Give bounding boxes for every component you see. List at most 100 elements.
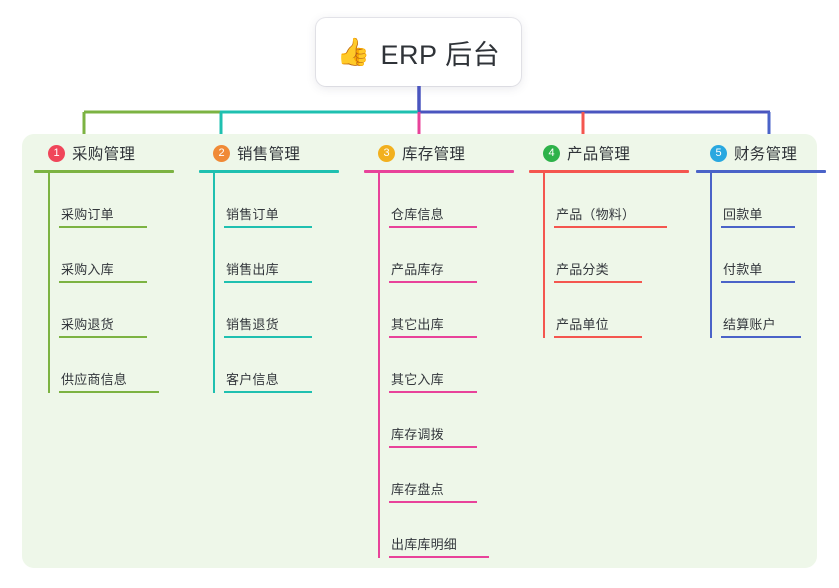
branch-purchase-management[interactable]: 1 采购管理 采购订单 采购入库 采购退货 供应商信息 bbox=[34, 140, 174, 393]
list-item[interactable]: 产品（物料） bbox=[529, 173, 689, 228]
branch-trunk-line bbox=[378, 173, 380, 558]
item-underline bbox=[389, 336, 477, 338]
branch-title: 财务管理 bbox=[734, 146, 798, 163]
list-item[interactable]: 回款单 bbox=[696, 173, 826, 228]
branch-trunk-line bbox=[543, 173, 545, 338]
list-item[interactable]: 库存盘点 bbox=[364, 448, 514, 503]
item-label: 采购订单 bbox=[61, 207, 114, 222]
branch-header: 4 产品管理 bbox=[529, 140, 689, 166]
branch-finance-management[interactable]: 5 财务管理 回款单 付款单 结算账户 bbox=[696, 140, 826, 338]
list-item[interactable]: 产品分类 bbox=[529, 228, 689, 283]
item-underline bbox=[59, 226, 147, 228]
branch-title: 销售管理 bbox=[237, 146, 301, 163]
item-label: 产品库存 bbox=[391, 262, 444, 277]
item-label: 出库库明细 bbox=[391, 537, 458, 552]
branch-underline bbox=[34, 170, 174, 173]
list-item[interactable]: 采购订单 bbox=[34, 173, 174, 228]
item-underline bbox=[721, 226, 795, 228]
item-label: 客户信息 bbox=[226, 372, 279, 387]
list-item[interactable]: 产品库存 bbox=[364, 228, 514, 283]
list-item[interactable]: 仓库信息 bbox=[364, 173, 514, 228]
list-item[interactable]: 供应商信息 bbox=[34, 338, 174, 393]
list-item[interactable]: 其它入库 bbox=[364, 338, 514, 393]
item-underline bbox=[224, 281, 312, 283]
root-node-erp-backend[interactable]: 👍 ERP 后台 bbox=[316, 18, 521, 86]
branch-title: 库存管理 bbox=[402, 146, 466, 163]
list-item[interactable]: 销售退货 bbox=[199, 283, 339, 338]
branch-items: 回款单 付款单 结算账户 bbox=[696, 173, 826, 338]
branch-header: 5 财务管理 bbox=[696, 140, 826, 166]
branch-number-badge: 2 bbox=[213, 144, 230, 162]
item-label: 产品（物料） bbox=[556, 207, 636, 222]
item-label: 其它入库 bbox=[391, 372, 444, 387]
list-item[interactable]: 销售出库 bbox=[199, 228, 339, 283]
branch-underline bbox=[199, 170, 339, 173]
list-item[interactable]: 库存调拨 bbox=[364, 393, 514, 448]
list-item[interactable]: 结算账户 bbox=[696, 283, 826, 338]
item-underline bbox=[554, 336, 642, 338]
branch-number-badge: 1 bbox=[48, 144, 65, 162]
branch-underline bbox=[529, 170, 689, 173]
branch-items: 产品（物料） 产品分类 产品单位 bbox=[529, 173, 689, 338]
item-label: 销售订单 bbox=[226, 207, 279, 222]
item-underline bbox=[389, 446, 477, 448]
item-label: 产品单位 bbox=[556, 317, 609, 332]
item-label: 库存调拨 bbox=[391, 427, 444, 442]
list-item[interactable]: 客户信息 bbox=[199, 338, 339, 393]
branch-underline bbox=[696, 170, 826, 173]
branch-product-management[interactable]: 4 产品管理 产品（物料） 产品分类 产品单位 bbox=[529, 140, 689, 338]
item-label: 回款单 bbox=[723, 207, 763, 222]
branch-underline bbox=[364, 170, 514, 173]
page-title: ERP 后台 bbox=[380, 39, 501, 70]
item-underline bbox=[554, 226, 667, 228]
branch-title: 采购管理 bbox=[72, 146, 136, 163]
item-label: 销售出库 bbox=[226, 262, 279, 277]
item-underline bbox=[224, 336, 312, 338]
branch-trunk-line bbox=[710, 173, 712, 338]
item-label: 仓库信息 bbox=[391, 207, 444, 222]
branch-sales-management[interactable]: 2 销售管理 销售订单 销售出库 销售退货 客户信息 bbox=[199, 140, 339, 393]
item-underline bbox=[721, 281, 795, 283]
item-label: 其它出库 bbox=[391, 317, 444, 332]
item-underline bbox=[59, 336, 147, 338]
item-underline bbox=[721, 336, 801, 338]
list-item[interactable]: 其它出库 bbox=[364, 283, 514, 338]
branch-header: 3 库存管理 bbox=[364, 140, 514, 166]
item-underline bbox=[389, 226, 477, 228]
item-underline bbox=[224, 226, 312, 228]
item-label: 销售退货 bbox=[226, 317, 279, 332]
branch-items: 销售订单 销售出库 销售退货 客户信息 bbox=[199, 173, 339, 393]
thumbs-up-emoji: 👍 bbox=[336, 36, 371, 67]
item-label: 采购退货 bbox=[61, 317, 114, 332]
branch-header: 2 销售管理 bbox=[199, 140, 339, 166]
item-underline bbox=[554, 281, 642, 283]
item-underline bbox=[389, 501, 477, 503]
item-label: 供应商信息 bbox=[61, 372, 128, 387]
item-underline bbox=[389, 556, 489, 558]
branch-title: 产品管理 bbox=[567, 146, 631, 163]
branch-number-badge: 3 bbox=[378, 144, 395, 162]
list-item[interactable]: 付款单 bbox=[696, 228, 826, 283]
branch-trunk-line bbox=[213, 173, 215, 393]
list-item[interactable]: 采购入库 bbox=[34, 228, 174, 283]
item-label: 库存盘点 bbox=[391, 482, 444, 497]
branch-items: 采购订单 采购入库 采购退货 供应商信息 bbox=[34, 173, 174, 393]
item-label: 产品分类 bbox=[556, 262, 609, 277]
item-underline bbox=[224, 391, 312, 393]
branch-header: 1 采购管理 bbox=[34, 140, 174, 166]
item-underline bbox=[59, 281, 147, 283]
list-item[interactable]: 出库库明细 bbox=[364, 503, 514, 558]
item-label: 付款单 bbox=[723, 262, 763, 277]
list-item[interactable]: 销售订单 bbox=[199, 173, 339, 228]
branch-inventory-management[interactable]: 3 库存管理 仓库信息 产品库存 其它出库 其它入库 库存调拨 库存盘点 出库库… bbox=[364, 140, 514, 558]
item-underline bbox=[389, 391, 477, 393]
item-underline bbox=[59, 391, 159, 393]
item-label: 采购入库 bbox=[61, 262, 114, 277]
list-item[interactable]: 采购退货 bbox=[34, 283, 174, 338]
item-underline bbox=[389, 281, 477, 283]
branch-items: 仓库信息 产品库存 其它出库 其它入库 库存调拨 库存盘点 出库库明细 bbox=[364, 173, 514, 558]
branch-trunk-line bbox=[48, 173, 50, 393]
item-label: 结算账户 bbox=[723, 317, 776, 332]
list-item[interactable]: 产品单位 bbox=[529, 283, 689, 338]
